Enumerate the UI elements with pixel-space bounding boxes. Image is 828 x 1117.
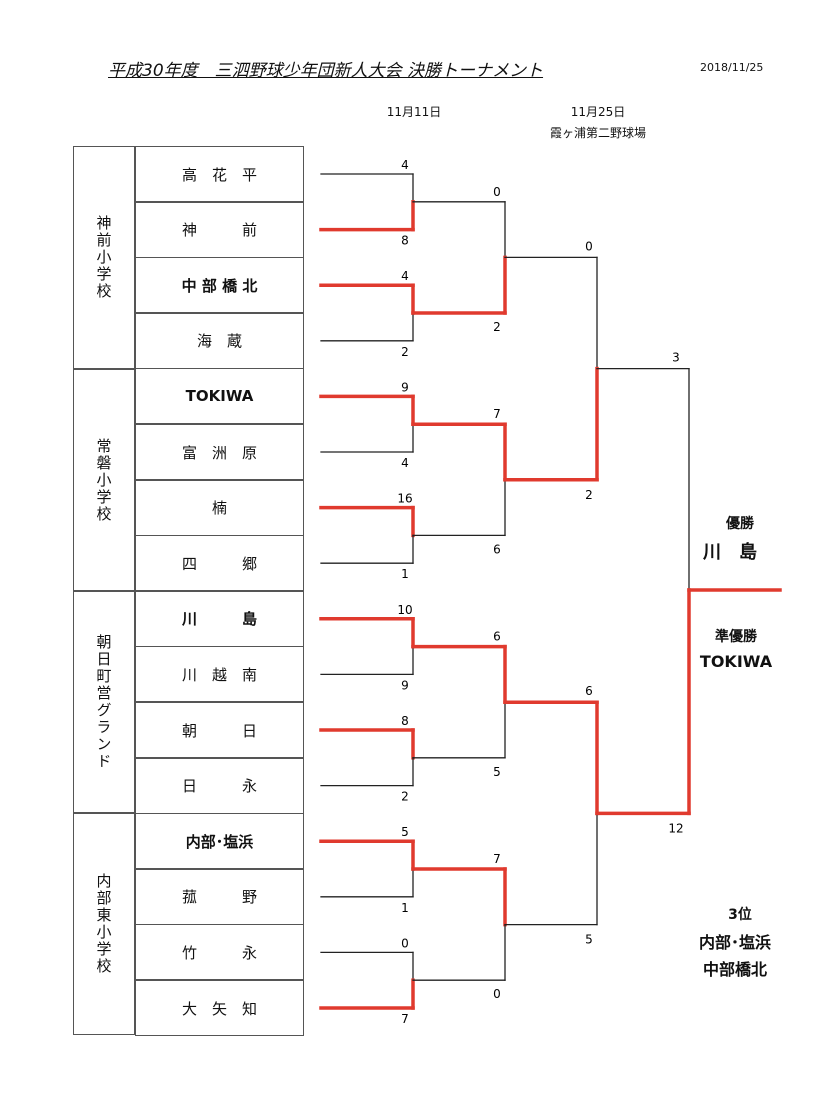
team-row: 大 矢 知: [135, 980, 304, 1036]
venue-label: 朝日町営グランド: [94, 634, 113, 770]
team-name: 大 矢 知: [181, 999, 257, 1018]
team-row: 竹 永: [135, 924, 304, 981]
team-name: 朝 日: [181, 721, 257, 740]
score-label: 4: [401, 158, 409, 172]
score-label: 6: [493, 542, 501, 556]
score-label: 1: [401, 901, 409, 915]
team-row: 内部･塩浜: [135, 813, 304, 870]
team-name: 内部･塩浜: [185, 832, 254, 851]
venue-block: 内部東小学校: [73, 813, 135, 1035]
score-label: 0: [493, 987, 501, 1001]
team-name: 川 越 南: [181, 665, 257, 684]
team-row: 楠: [135, 479, 304, 536]
team-name: 竹 永: [181, 943, 257, 962]
team-name: 神 前: [181, 221, 257, 240]
champion-label: 優勝: [726, 516, 754, 532]
runner-up-label: 準優勝: [715, 629, 757, 645]
third-place-team: 中部橋北: [702, 960, 767, 979]
team-name: 菰 野: [181, 888, 257, 907]
score-label: 6: [585, 684, 593, 698]
team-name: 高 花 平: [181, 165, 257, 184]
score-label: 2: [401, 345, 409, 359]
team-name: 富 洲 原: [181, 443, 257, 462]
team-row: 四 郷: [135, 535, 304, 592]
score-label: 8: [401, 234, 409, 248]
venue-block: 神前小学校: [73, 146, 135, 369]
team-row: 日 永: [135, 757, 304, 814]
score-label: 10: [397, 603, 412, 617]
team-name: 四 郷: [181, 554, 257, 573]
team-row: 菰 野: [135, 868, 304, 925]
page-title: 平成30年度 三泗野球少年団新人大会 決勝トーナメント: [108, 61, 544, 81]
score-label: 2: [585, 488, 593, 502]
score-label: 7: [493, 852, 501, 866]
venue-label: 内部東小学校: [94, 873, 113, 975]
score-label: 1: [401, 567, 409, 581]
venue-label: 常磐小学校: [94, 437, 113, 523]
score-label: 5: [401, 825, 409, 839]
team-row: 中 部 橋 北: [135, 257, 304, 314]
date-label: 2018/11/25: [700, 61, 764, 74]
team-row: 海 蔵: [135, 312, 304, 369]
team-name: 中 部 橋 北: [181, 276, 258, 295]
team-name: TOKIWA: [185, 387, 254, 406]
score-label: 2: [493, 320, 501, 334]
score-label: 9: [401, 678, 409, 692]
runner-up-name: TOKIWA: [699, 652, 773, 671]
score-label: 4: [401, 269, 409, 283]
score-label: 3: [672, 351, 680, 365]
score-label: 16: [397, 492, 412, 506]
team-row: 神 前: [135, 201, 304, 258]
team-row: 富 洲 原: [135, 424, 304, 480]
team-row: 朝 日: [135, 702, 304, 758]
score-label: 6: [493, 630, 501, 644]
score-label: 4: [401, 456, 409, 470]
score-label: 5: [493, 765, 501, 779]
round1-date: 11月11日: [386, 105, 442, 119]
champion-name: 川 島: [703, 542, 757, 563]
score-label: 2: [401, 790, 409, 804]
score-label: 0: [585, 239, 593, 253]
score-label: 7: [493, 407, 501, 421]
round2-date: 11月25日: [570, 105, 626, 119]
third-place-team: 内部･塩浜: [698, 933, 771, 952]
venue-block: 朝日町営グランド: [73, 591, 135, 813]
score-label: 5: [585, 933, 593, 947]
team-row: 高 花 平: [135, 146, 304, 202]
score-label: 8: [401, 714, 409, 728]
venue-block: 常磐小学校: [73, 369, 135, 591]
score-label: 12: [668, 821, 683, 835]
team-row: 川 越 南: [135, 646, 304, 703]
team-row: 川 島: [135, 590, 304, 647]
team-name: 日 永: [181, 777, 257, 796]
score-label: 0: [493, 185, 501, 199]
team-name: 海 蔵: [196, 332, 242, 351]
score-label: 7: [401, 1012, 409, 1026]
team-name: 楠: [211, 499, 227, 518]
venue-label: 神前小学校: [94, 215, 113, 300]
team-row: TOKIWA: [135, 368, 304, 425]
team-name: 川 島: [181, 610, 257, 629]
score-label: 9: [401, 380, 409, 394]
third-place-label: 3位: [728, 907, 752, 923]
score-label: 0: [401, 936, 409, 950]
round2-venue: 霞ヶ浦第二野球場: [549, 126, 646, 140]
